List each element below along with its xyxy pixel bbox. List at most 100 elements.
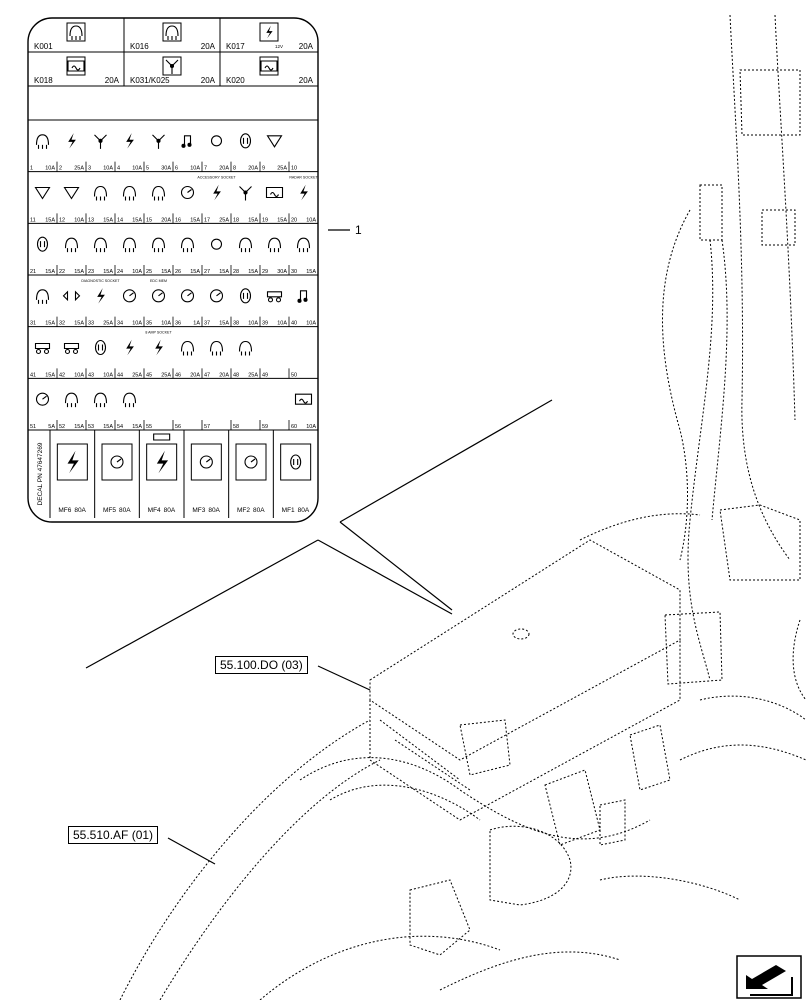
fuse-amp: 15A bbox=[190, 269, 200, 275]
relay-voltage: 12V bbox=[275, 44, 283, 49]
fuse-amp: 15A bbox=[161, 269, 171, 275]
fuse-number: 48 bbox=[233, 372, 239, 378]
gauge-icon bbox=[209, 289, 224, 303]
gauge-icon bbox=[180, 289, 195, 303]
leader-lines bbox=[85, 229, 553, 865]
seat-icon bbox=[266, 291, 283, 303]
fuse-number: 54 bbox=[117, 424, 123, 430]
gauge-icon bbox=[110, 455, 124, 469]
fuse-number: 24 bbox=[117, 269, 123, 275]
megafuse-code: MF1 bbox=[282, 507, 295, 514]
fuse-number: 45 bbox=[146, 372, 152, 378]
fuse-58: 58 bbox=[230, 420, 239, 430]
navigation-arrow-icon[interactable] bbox=[736, 955, 802, 999]
bulb-icon bbox=[239, 288, 252, 304]
low-beam-icon bbox=[151, 237, 166, 253]
power-lightning-icon bbox=[266, 25, 273, 39]
fuse-amp: 10A bbox=[74, 372, 84, 378]
beacon-icon bbox=[210, 238, 223, 250]
megafuse-code: MF5 bbox=[103, 507, 116, 514]
power-socket-icon bbox=[68, 133, 76, 149]
megafuse-code: MF2 bbox=[237, 507, 250, 514]
fuse-amp: 15A bbox=[219, 321, 229, 327]
fuse-amp: 15A bbox=[103, 217, 113, 223]
fuse-number: 2 bbox=[59, 166, 62, 172]
fuse-number: 47 bbox=[204, 372, 210, 378]
fuse-number: 23 bbox=[88, 269, 94, 275]
fuse-number: 53 bbox=[88, 424, 94, 430]
relay-amp: 20A bbox=[105, 76, 120, 85]
megafuse-code: MF4 bbox=[148, 507, 161, 514]
megafuse-amp: 80A bbox=[298, 507, 310, 514]
fuse-amp: 15A bbox=[190, 217, 200, 223]
relay-code: K020 bbox=[226, 76, 245, 85]
fuse-56: 56 bbox=[172, 420, 181, 430]
accessory-socket-icon bbox=[213, 184, 221, 201]
fuse-number: 49 bbox=[262, 372, 268, 378]
fuse-amp: 10A bbox=[306, 217, 316, 223]
fuse-amp: 20A bbox=[219, 372, 229, 378]
fuse-amp: 30A bbox=[161, 166, 171, 172]
fuse-number: 27 bbox=[204, 269, 210, 275]
fuse-amp: 25A bbox=[248, 372, 258, 378]
fuse-number: 57 bbox=[204, 424, 210, 430]
reference-callout-55-510-af[interactable]: 55.510.AF (01) bbox=[68, 826, 159, 844]
fuse-number: 56 bbox=[175, 424, 181, 430]
fuse-amp: 10A bbox=[306, 424, 316, 430]
fuse-amp: 20A bbox=[219, 166, 229, 172]
fuse-amp: 15A bbox=[248, 217, 258, 223]
megafuse-amp: 80A bbox=[253, 507, 265, 514]
work-lamp-icon bbox=[151, 185, 166, 201]
steering-icon bbox=[180, 185, 195, 200]
work-lamp-icon bbox=[93, 185, 108, 201]
leader-line-to-box bbox=[317, 539, 453, 615]
fuse-amp: 10A bbox=[248, 321, 258, 327]
fuse-48: 48 25A bbox=[230, 340, 258, 379]
relay-code: K017 bbox=[226, 42, 245, 51]
reference-callout-55-100-do[interactable]: 55.100.DO (03) bbox=[215, 656, 308, 674]
fuse-number: 32 bbox=[59, 321, 65, 327]
fuse-number: 35 bbox=[146, 321, 152, 327]
fuse-amp: 10A bbox=[45, 166, 55, 172]
fuse-amp: 10A bbox=[74, 217, 84, 223]
fuse-note: ACCESSORY SOCKET bbox=[197, 176, 236, 180]
ecu-lamp-icon bbox=[238, 237, 253, 253]
park-brake-icon bbox=[122, 289, 137, 303]
fuse-number: 28 bbox=[233, 269, 239, 275]
fuse-number: 43 bbox=[88, 372, 94, 378]
fuse-number: 60 bbox=[291, 424, 297, 430]
fan-icon bbox=[152, 134, 165, 149]
fuse-number: 39 bbox=[262, 321, 268, 327]
fuse-number: 14 bbox=[117, 217, 123, 223]
fuse-amp: 30A bbox=[277, 269, 287, 275]
work-light-icon bbox=[296, 237, 311, 253]
fuse-number: 44 bbox=[117, 372, 123, 378]
fuse-amp: 25A bbox=[132, 372, 142, 378]
fuse-amp: 20A bbox=[248, 166, 258, 172]
fuel-icon bbox=[36, 236, 49, 252]
